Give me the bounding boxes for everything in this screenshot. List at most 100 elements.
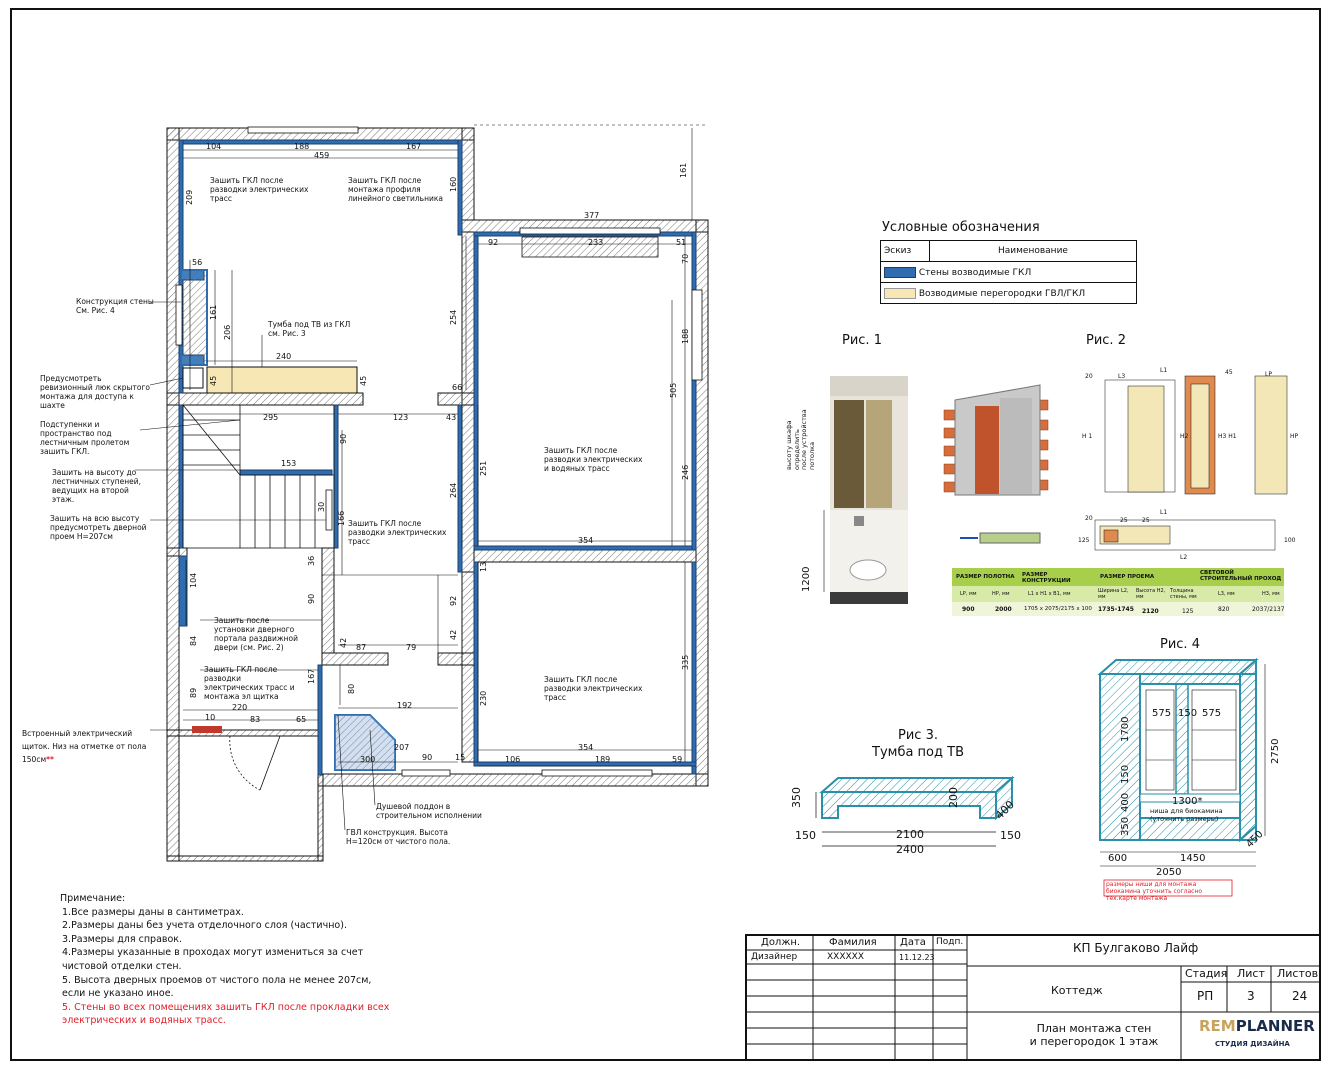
dim-text: 254 <box>449 310 458 325</box>
fig4-dim: 575 <box>1202 708 1221 719</box>
dim-text: 13 <box>479 562 488 572</box>
plan-dimension-text: 104 188 167 459 161 209 160 377 92 233 5… <box>185 142 690 764</box>
dim-text: 30 <box>317 502 326 512</box>
dim-text: 36 <box>307 556 316 566</box>
fig1-cabinet-image <box>823 376 908 604</box>
fig4-dim: 575 <box>1152 708 1171 719</box>
fig2-dim: L1 <box>1160 509 1168 516</box>
dim-text: 45 <box>209 376 218 386</box>
dim-text: 43 <box>446 413 456 422</box>
dim-text: 230 <box>479 691 488 706</box>
fig4-dim: 150 <box>1178 708 1197 719</box>
brand-planner: PLANNER <box>1235 1017 1315 1035</box>
stamp-h-sign: Подп. <box>936 937 964 947</box>
fig2-th-1: РАЗМЕР КОНСТРУКЦИИ <box>1022 572 1071 584</box>
stamp-title-line2: и перегородок 1 этаж <box>1029 1035 1159 1048</box>
dim-text: 505 <box>669 383 678 398</box>
plan-label-panel: Встроенный электрический щиток. Низ на о… <box>22 727 152 766</box>
dim-text: 104 <box>206 142 221 151</box>
fig2-th-2: РАЗМЕР ПРОЕМА <box>1100 574 1155 580</box>
windows <box>175 126 703 777</box>
fig2-cell: 820 <box>1218 606 1230 613</box>
fig4-dim: 150 <box>1120 765 1131 784</box>
shower-tray <box>334 714 396 771</box>
dim-text: 188 <box>681 329 690 344</box>
revision-hatch <box>182 367 204 389</box>
fig4-niche-note-2: (уточнить размеры) <box>1150 815 1218 823</box>
fig1-side-note: высоту шкафа определить после устройства… <box>785 409 816 470</box>
dim-text: 84 <box>189 636 198 646</box>
fig4-wall-construction-drawing: 575 150 575 1700 150 400 350 1300* 2750 … <box>1097 657 1281 897</box>
fig3-dim: 150 <box>795 829 816 842</box>
notes-title: Примечание: <box>60 893 126 904</box>
fig2-dim: L2 <box>1180 554 1188 561</box>
stamp-h-name: Фамилия <box>829 937 877 948</box>
dim-text: 166 <box>337 511 346 526</box>
stamp-name: XXXXXX <box>827 952 864 962</box>
legend-swatch-gvl <box>884 287 916 299</box>
fig3-dim: 2400 <box>896 843 924 856</box>
fig2-cell: 125 <box>1182 608 1194 615</box>
plan-label: Зашить на всю высоту предусмотреть дверн… <box>50 514 147 541</box>
legend-title: Условные обозначения <box>882 220 1040 235</box>
fig4-niche-note: ниша для биокамина <box>1150 807 1223 815</box>
fig2-dim: H2 <box>1180 433 1189 440</box>
fig4-dim: 1300* <box>1172 796 1202 807</box>
fig2-cell: 1705 x 2075/2175 x 100 <box>1024 606 1092 612</box>
stamp-h-date: Дата <box>900 937 926 948</box>
fig3-title: Рис 3. <box>898 728 938 743</box>
plan-label: Подступенки и пространство под лестничны… <box>40 420 130 456</box>
dim-text: 92 <box>449 596 458 606</box>
fig2-dim: H3 H1 <box>1218 433 1237 440</box>
dim-text: 188 <box>294 142 309 151</box>
dim-text: 90 <box>307 594 316 604</box>
dim-text: 104 <box>189 573 198 588</box>
plan-label: Предусмотреть ревизионный люк скрытого м… <box>40 374 150 410</box>
legend-col-name: Наименование <box>929 240 1137 262</box>
fig4-dim: 1450 <box>1180 853 1205 864</box>
stamp-object: Коттедж <box>1051 984 1103 997</box>
wall-construction-fig4 <box>180 269 208 366</box>
dim-text: 377 <box>584 211 599 220</box>
fig2-cell: 2120 <box>1142 608 1159 615</box>
dim-text: 220 <box>232 703 247 712</box>
fig3-subtitle: Тумба под ТВ <box>872 745 964 760</box>
asterisk-mark: ** <box>46 755 54 764</box>
note-item: 5. Высота дверных проемов от чистого пол… <box>62 974 372 1000</box>
stamp-h-sheet: Лист <box>1237 967 1265 980</box>
note-item: 3.Размеры для справок. <box>62 933 183 945</box>
plan-label: Конструкция стены См. Рис. 4 <box>76 297 154 315</box>
stamp-h-sheets: Листов <box>1277 967 1319 980</box>
fig2-sub: Толщина стены, мм <box>1170 588 1197 600</box>
plan-label-panel-text: Встроенный электрический щиток. Низ на о… <box>22 729 147 764</box>
staircase <box>182 404 335 549</box>
fig2-title: Рис. 2 <box>1086 333 1126 348</box>
plan-label: Тумба под ТВ из ГКЛ см. Рис. 3 <box>268 320 351 338</box>
dim-text: 65 <box>296 715 306 724</box>
fig4-dim: 600 <box>1108 853 1127 864</box>
dim-text: 167 <box>406 142 421 151</box>
fig2-dim: 20 <box>1085 373 1093 380</box>
fig2-spec-table <box>952 568 1284 616</box>
plan-label: Зашить ГКЛ после монтажа профиля линейно… <box>348 176 443 203</box>
dim-text: 42 <box>339 638 348 648</box>
dim-text: 167 <box>307 669 316 684</box>
note-item: 2.Размеры даны без учета отделочного сло… <box>62 920 347 932</box>
dim-text: 90 <box>422 753 432 762</box>
fig2-cell: 900 <box>962 606 975 613</box>
dim-text: 106 <box>505 755 520 764</box>
fig4-title: Рис. 4 <box>1160 637 1200 652</box>
fig2-dim: 20 <box>1085 515 1093 522</box>
stamp-h-stage: Стадия <box>1185 967 1228 980</box>
legend-row-gkl: Стены возводимые ГКЛ <box>880 261 1137 283</box>
dim-text: 459 <box>314 151 329 160</box>
dim-text: 83 <box>250 715 260 724</box>
stamp-sheets: 24 <box>1292 989 1308 1003</box>
fig3-tv-stand-drawing: 350 200 400 150 2100 150 2400 <box>790 775 1021 856</box>
dim-text: 51 <box>676 238 686 247</box>
plan-label: Зашить ГКЛ после разводки электрических … <box>544 446 643 473</box>
legend-label-gvl: Возводимые перегородки ГВЛ/ГКЛ <box>918 288 1086 299</box>
fig4-dim: 2750 <box>1270 739 1281 764</box>
dim-text: 354 <box>578 743 593 752</box>
dim-text: 45 <box>359 376 368 386</box>
